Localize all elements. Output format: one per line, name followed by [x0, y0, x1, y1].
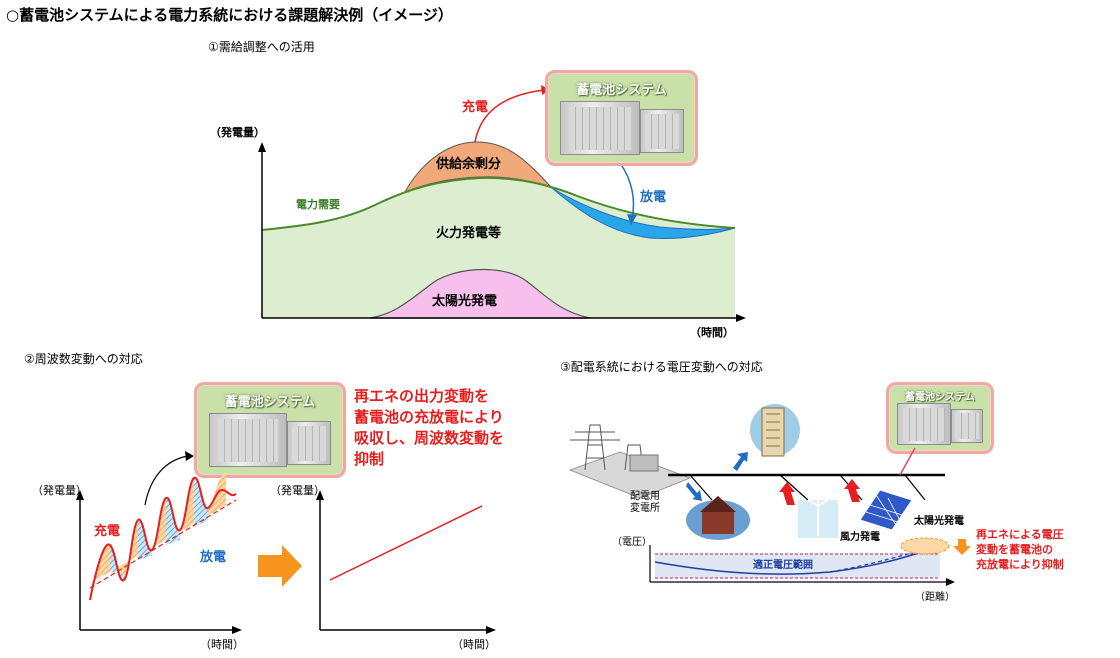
s3-note-line: 変動を蓄電池の	[976, 543, 1053, 556]
s1-x-axis-label: （時間）	[690, 326, 734, 339]
s3-substation-line: 配電用	[630, 491, 660, 502]
s2-discharge-label: 放電	[200, 550, 227, 565]
trend-line	[89, 499, 237, 589]
s3-note: 再エネによる電圧 変動を蓄電池の 充放電により抑制	[976, 527, 1064, 572]
s2-note-line: 吸収し、周波数変動を	[354, 429, 505, 447]
thermal-area	[262, 177, 735, 318]
battery-cabinet-icon	[951, 409, 983, 443]
s3-distance-label: （距離）	[915, 592, 955, 603]
house-icon	[686, 496, 750, 540]
s3-battery-label: 蓄電池システム	[905, 392, 975, 403]
s2-note-line: 抑制	[354, 450, 385, 468]
s2-charge-label: 充電	[94, 524, 121, 539]
s3-note-line: 再エネによる電圧	[976, 528, 1064, 541]
s3-range-label: 適正電圧範囲	[753, 560, 813, 571]
voltage-curve	[654, 545, 941, 575]
section2-heading: ②周波数変動への対応	[24, 352, 143, 366]
s1-battery-box: 蓄電池システム	[545, 70, 698, 166]
section1-heading: ①需給調整への活用	[208, 40, 315, 54]
s2-right-x-label: （時間）	[452, 638, 496, 651]
battery-cabinet-icon	[209, 413, 287, 467]
substation-icon	[568, 424, 692, 499]
wind-turbine-icon	[798, 496, 838, 538]
s1-surplus-label: 供給余剰分	[436, 157, 502, 172]
s1-battery-label: 蓄電池システム	[576, 83, 667, 98]
s3-solar-label: 太陽光発電	[914, 516, 964, 527]
s1-thermal-label: 火力発電等	[436, 226, 502, 241]
demand-line	[261, 176, 736, 231]
building-icon	[750, 404, 800, 457]
transition-arrow	[258, 545, 302, 587]
s2-note: 再エネの出力変動を 蓄電池の充放電により 吸収し、周波数変動を 抑制	[354, 386, 504, 470]
section3-heading: ③配電系統における電圧変動への対応	[560, 360, 763, 374]
oscillating-output	[89, 476, 237, 601]
battery-cabinet-icon	[287, 421, 331, 465]
s3-substation-label: 配電用 変電所	[630, 491, 660, 515]
s1-y-axis-label: （発電量）	[210, 126, 265, 139]
s2-note-line: 再エネの出力変動を	[354, 387, 490, 405]
oscillation-fill	[92, 472, 226, 590]
s3-wind-label: 風力発電	[840, 532, 880, 543]
s1-discharge-label: 放電	[640, 190, 667, 205]
charge-arrow	[474, 89, 546, 143]
solar-area	[369, 268, 591, 319]
s2-left-x-label: （時間）	[200, 638, 244, 651]
s2-battery-box: 蓄電池システム	[194, 382, 346, 478]
page-title: ○蓄電池システムによる電力系統における課題解決例（イメージ）	[6, 6, 453, 24]
smoothed-output	[329, 505, 483, 581]
s1-solar-label: 太陽光発電	[432, 294, 498, 309]
battery-cabinet-icon	[640, 109, 684, 153]
battery-cabinet-icon	[560, 101, 640, 155]
voltage-highlight	[900, 537, 950, 555]
s2-left-y-label: （発電量）	[32, 484, 87, 497]
discharge-arrow	[619, 162, 635, 219]
s1-charge-label: 充電	[462, 100, 489, 115]
s3-voltage-label: （電圧）	[612, 537, 652, 548]
solar-panel-icon	[859, 489, 913, 531]
s2-right-y-label: （発電量）	[270, 484, 325, 497]
s3-battery-box: 蓄電池システム	[886, 382, 994, 454]
s2-note-line: 蓄電池の充放電により	[354, 408, 504, 426]
s3-substation-line: 変電所	[630, 503, 660, 514]
s1-demand-label: 電力需要	[296, 198, 340, 211]
battery-cabinet-icon	[897, 403, 951, 445]
s2-battery-label: 蓄電池システム	[224, 395, 316, 410]
s3-note-line: 充放電により抑制	[976, 558, 1064, 571]
